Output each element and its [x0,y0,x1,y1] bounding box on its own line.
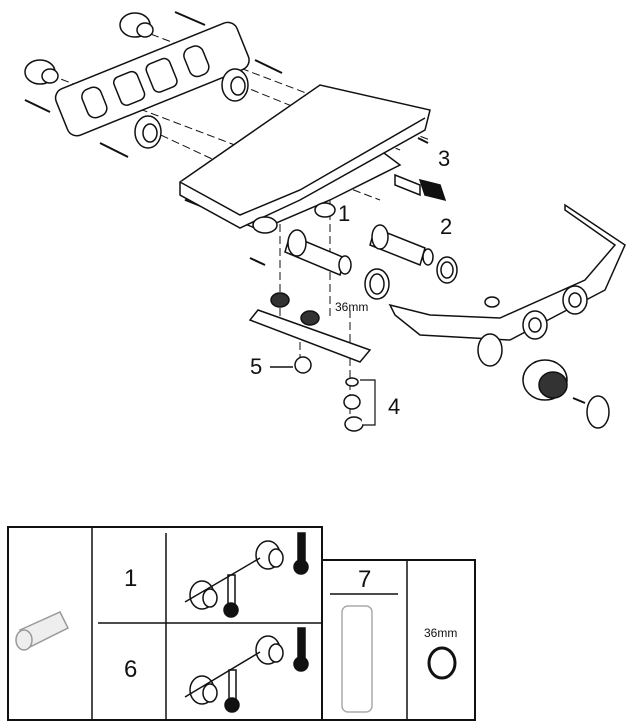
callout-2: 2 [440,214,453,239]
callout-5: 5 [250,354,263,379]
tools-table [321,559,476,721]
callout-3: 3 [438,146,451,171]
callout-4: 4 [388,394,401,419]
wall-connectors [24,12,249,149]
row-label-1: 1 [124,565,138,592]
table-lines [91,527,408,720]
handle [522,359,610,429]
small-screws [249,137,586,404]
cartridge-mini-icons [184,540,284,705]
row-label-6: 6 [124,656,138,683]
thermostat-body [179,84,431,234]
cartridge-icon [15,611,70,651]
wrench-tube-icon [341,605,373,713]
spare-parts-table [7,526,323,721]
diverter-plate [248,292,376,432]
spout [388,203,626,367]
ring-size-label: 36mm [424,626,458,640]
cartridges [284,173,458,300]
ring-nut-icon [427,646,457,680]
callout-1: 1 [338,201,351,226]
screws [24,11,283,158]
wall-plate [54,21,250,137]
tool-label-7: 7 [358,566,372,593]
wrench-size-label: 36mm [335,300,369,314]
thermometer-icons [223,532,309,713]
